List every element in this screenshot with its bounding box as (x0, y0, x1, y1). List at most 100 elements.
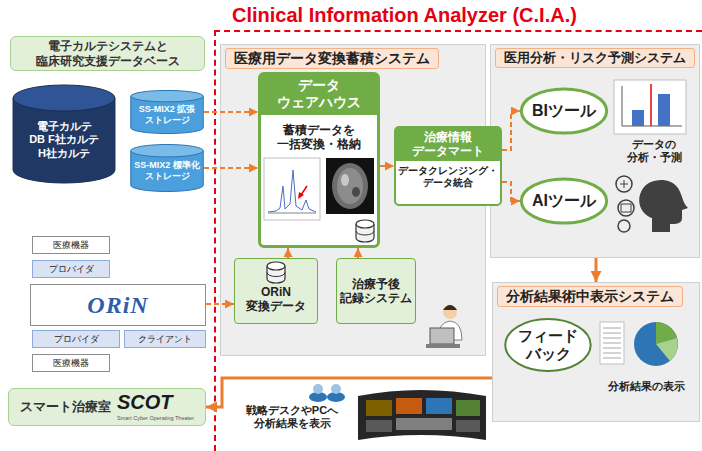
database-cylinder: 電子カルテ DB F社カルテ H社カルテ (12, 84, 116, 184)
node-text: ORiN 変換データ (237, 285, 315, 314)
ai-head-icon (618, 220, 630, 232)
monitor-wall (456, 420, 480, 432)
bar-chart-icon (614, 80, 686, 134)
pie-chart (656, 338, 678, 361)
panel-heading: 医療用データ変換蓄積システム (225, 48, 439, 69)
mri-image (332, 163, 368, 209)
node-text: クライアント (138, 334, 192, 345)
monitor-wall (396, 418, 452, 430)
database-icon (356, 220, 374, 228)
table-thumbnail (600, 322, 624, 364)
database-icon (356, 224, 374, 242)
monitor-wall (366, 420, 392, 432)
provider-box: プロバイダ (32, 330, 120, 348)
client-box: クライアント (124, 330, 206, 348)
doctor-with-laptop (438, 321, 462, 340)
spectrum-chart (268, 170, 316, 212)
monitor-wall (456, 400, 480, 416)
node-text: 治療情報 データマート (396, 128, 500, 161)
cylinder-outline (131, 90, 204, 101)
data-flow-arrow (357, 248, 359, 258)
data-flow-arrow (287, 248, 289, 258)
doctor-with-laptop (426, 344, 460, 348)
node-text: 電子カルテ DB F社カルテ H社カルテ (29, 120, 99, 160)
doctor-with-laptop (443, 305, 457, 319)
monitor-wall (358, 390, 486, 440)
data-flow-arrow (204, 167, 258, 169)
spectrum-chart (298, 192, 304, 199)
storage-cylinder: SS-MIX2 拡張 ストレージ (130, 90, 204, 134)
surgeon-figures (327, 392, 345, 402)
mri-image (337, 168, 363, 204)
monitor-wall (426, 398, 452, 414)
node-text: スマート治療室 (20, 399, 111, 415)
surgeon-figures (313, 384, 323, 394)
bar-chart-icon (632, 110, 644, 126)
database-icon (267, 273, 285, 277)
monitor-wall (396, 398, 422, 414)
node-text: SS-MIX2 標準化 ストレージ (133, 160, 201, 182)
ellipse-outline (505, 319, 590, 371)
annotation-label: 分析結果の表示 (596, 380, 696, 393)
monitor-wall (358, 390, 486, 440)
data-flow-arrow (380, 165, 394, 167)
ai-head-icon (618, 200, 634, 216)
spectrum-chart (264, 158, 320, 220)
datamart-box: 治療情報 データマートデータクレンジング・ データ統合 (394, 126, 502, 206)
cylinder-outline (131, 144, 204, 156)
ellipse-outline (521, 89, 606, 133)
data-flow-arrow (595, 258, 598, 282)
doctor-with-laptop (430, 328, 454, 344)
data-flow-arrow (502, 111, 520, 150)
ai-head-icon (621, 204, 631, 212)
mri-image (352, 187, 360, 197)
subsystem-panel: 分析結果術中表示システムフィードバック (492, 282, 700, 422)
bar-chart-icon (622, 86, 682, 126)
node-text: 医療機器 (53, 240, 89, 251)
doctor-with-laptop (426, 305, 462, 348)
scot-box: スマート治療室SCOTSmart Cyber Operating Theater (8, 388, 206, 426)
pie-chart (656, 322, 677, 344)
node-text: 医療機器 (53, 358, 89, 369)
node-text: 電子カルテシステムと 臨床研究支援データベース (17, 39, 198, 68)
ai-head-icon (639, 180, 688, 232)
pie-chart (634, 322, 678, 366)
table-thumbnail (600, 322, 624, 364)
node-text: ORiN (87, 291, 148, 320)
node-text: AIツール (532, 191, 596, 210)
database-icon (267, 262, 285, 270)
doctor-with-laptop (443, 305, 457, 310)
tool-ellipse: BIツール (520, 88, 608, 134)
bar-chart-icon (658, 94, 670, 126)
spectrum-chart (301, 186, 307, 195)
storage-cylinder: SS-MIX2 標準化 ストレージ (130, 144, 204, 192)
database-icon (356, 220, 374, 242)
spectrum-chart (264, 158, 320, 220)
node-text: BIツール (532, 101, 596, 120)
database-icon (267, 262, 285, 283)
mri-image (326, 158, 374, 214)
ai-head-icon (620, 180, 628, 188)
node-text: SS-MIX2 拡張 ストレージ (133, 104, 201, 126)
node-text: 蓄積データを 一括変換・格納 (261, 123, 377, 152)
table-thumbnail (603, 328, 621, 358)
data-box: ORiN 変換データ (234, 258, 318, 324)
annotation-label: 戦略デスクやPCへ 分析結果を表示 (232, 404, 352, 430)
database-icon (267, 266, 285, 283)
node-text: Smart Cyber Operating Theater (117, 415, 194, 421)
ellipse-outline (521, 179, 606, 223)
bar-chart-icon (614, 80, 686, 134)
spectrum-chart (268, 213, 316, 214)
edge-group (204, 111, 596, 407)
provider-box: プロバイダ (32, 260, 110, 278)
mri-image (341, 174, 349, 186)
node-text: データ ウェアハウス (261, 75, 377, 115)
cylinder-outline (13, 85, 115, 111)
device-box: 医療機器 (32, 236, 110, 254)
surgeon-figures (309, 384, 345, 402)
panel-heading: 医用分析・リスク予測システム (495, 48, 695, 68)
node-text: プロバイダ (54, 334, 99, 345)
surgeon-figures (309, 392, 327, 402)
feedback-ellipse: フィードバック (504, 318, 592, 372)
